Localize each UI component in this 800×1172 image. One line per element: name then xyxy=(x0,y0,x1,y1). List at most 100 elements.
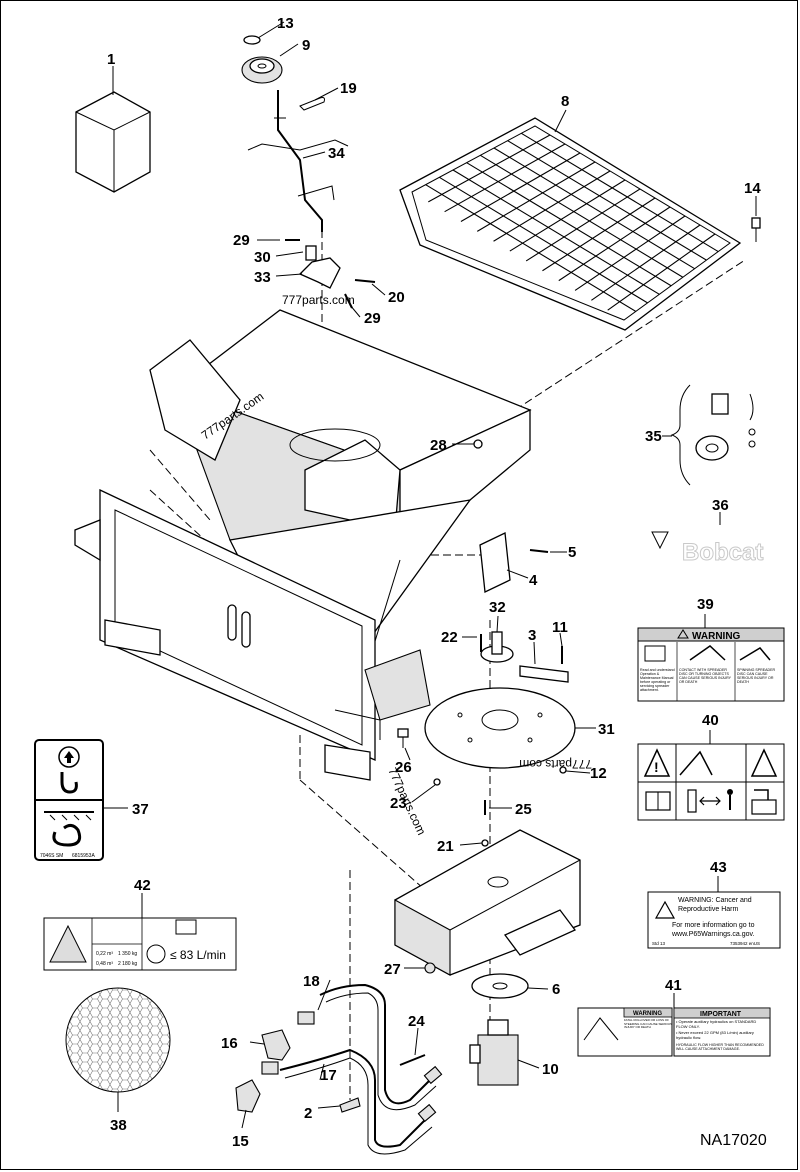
callout-25: 25 xyxy=(515,801,532,818)
callout-8: 8 xyxy=(561,93,569,110)
decal-41-i1: • Operate auxiliary hydraulics on STANDA… xyxy=(676,1020,757,1029)
lift-hook-icon xyxy=(60,772,78,794)
part-4-deflector xyxy=(479,532,511,593)
grate-bar xyxy=(444,143,566,213)
grate-bar xyxy=(428,134,551,203)
callout-36: 36 xyxy=(712,497,729,514)
grate-bar xyxy=(607,233,716,311)
callout-41: 41 xyxy=(665,977,682,994)
decal-43-code-right: 7353942 enUS xyxy=(730,941,760,946)
part-13-washer xyxy=(243,35,261,45)
callout-11: 11 xyxy=(552,619,568,636)
part-18-hose xyxy=(319,983,437,1111)
part-15-fitting xyxy=(235,1079,261,1113)
part-38-mesh xyxy=(65,987,171,1093)
watermark-4: 777parts.com xyxy=(519,757,592,771)
callout-18: 18 xyxy=(303,973,320,990)
hydraulic-flow-icon xyxy=(146,944,166,964)
callout-20: 20 xyxy=(388,289,405,306)
leader-lines xyxy=(103,21,757,1129)
callout-30: 30 xyxy=(254,249,271,266)
part-12-nut xyxy=(559,766,567,774)
part-39-decal: WARNING Read and understand Operation & … xyxy=(637,627,785,702)
part-41-decal: WARNING IMPORTANT FATAL ROLLOVER OR LOSS… xyxy=(577,1007,771,1057)
decal-42-v2: 0,48 m³ xyxy=(96,961,113,967)
callout-22: 22 xyxy=(441,629,458,646)
callout-29-a: 29 xyxy=(233,232,250,249)
callout-24: 24 xyxy=(408,1013,425,1030)
grate-bar xyxy=(425,184,637,312)
keep-distance-icon xyxy=(699,796,721,806)
part-23-washer xyxy=(433,778,441,786)
arrow-up-icon xyxy=(58,746,80,768)
callout-19: 19 xyxy=(340,80,357,97)
callout-28: 28 xyxy=(430,437,447,454)
callout-35: 35 xyxy=(645,428,662,445)
callout-32: 32 xyxy=(489,599,506,616)
callout-31: 31 xyxy=(598,721,615,738)
part-8-grate xyxy=(399,117,742,331)
part-40-decal: ! xyxy=(637,743,785,821)
bobcat-brand: Bobcat xyxy=(682,539,763,566)
callout-15: 15 xyxy=(232,1133,249,1150)
svg-text:!: ! xyxy=(654,759,659,775)
part-14-screw xyxy=(751,217,761,242)
callout-29-b: 29 xyxy=(364,310,381,327)
callout-5: 5 xyxy=(568,544,576,561)
grate-bar xyxy=(466,162,672,287)
part-6-gasket xyxy=(471,973,529,999)
callout-2: 2 xyxy=(304,1105,312,1122)
part-42-decal: 0,22 m³ 1 350 kg 0,48 m³ 2 180 kg ≤ 83 L… xyxy=(43,917,237,971)
prop65-warning-icon xyxy=(654,900,676,919)
watermark-1: 777parts.com xyxy=(282,293,355,307)
callout-33: 33 xyxy=(254,269,271,286)
callout-43: 43 xyxy=(710,859,727,876)
part-24-bolt xyxy=(399,1054,426,1066)
decal-41-w1: FATAL ROLLOVER OR LOSS OF STEERING CAN C… xyxy=(624,1019,672,1030)
warning-triangle-icon xyxy=(677,629,689,639)
grate-bar xyxy=(439,176,648,304)
decal-39-col1: Read and understand Operation & Maintena… xyxy=(640,668,675,692)
hose-fitting xyxy=(297,1011,315,1025)
callout-21: 21 xyxy=(437,838,454,855)
hand-hazard-icon xyxy=(689,645,726,661)
callout-10: 10 xyxy=(542,1061,559,1078)
alert-triangle-icon xyxy=(643,748,671,777)
part-26-bolt xyxy=(397,728,409,748)
callout-14: 14 xyxy=(744,180,761,197)
callout-38: 38 xyxy=(110,1117,127,1134)
grate-bar xyxy=(476,161,596,232)
callout-13: 13 xyxy=(277,15,294,32)
grate-bar xyxy=(542,197,656,272)
drawing-id: NA17020 xyxy=(700,1132,767,1149)
part-16-fitting xyxy=(261,1029,291,1061)
part-31-spinner-disc xyxy=(424,687,576,769)
decal-42-v1: 0,22 m³ xyxy=(96,951,113,957)
decal-42-w1: 1 350 kg xyxy=(118,951,137,957)
callout-27: 27 xyxy=(384,961,401,978)
callout-12: 12 xyxy=(590,765,607,782)
tie-down-icon xyxy=(52,823,82,847)
key-icon xyxy=(754,789,769,800)
grate-bar xyxy=(493,170,611,242)
spreader-warning-icon xyxy=(49,924,87,963)
part-35-hardware xyxy=(670,384,756,486)
part-30-bushing xyxy=(305,245,317,261)
callout-17: 17 xyxy=(320,1067,337,1084)
part-21-nut xyxy=(481,839,489,847)
grate-bar xyxy=(452,169,660,295)
grate-bar xyxy=(460,152,581,223)
motor-mount xyxy=(394,829,581,976)
mounting-plate xyxy=(74,488,431,781)
part-37-decal: 7046S SM 6815953A xyxy=(34,739,104,861)
part-20-bolt xyxy=(354,279,376,283)
callout-40: 40 xyxy=(702,712,719,729)
callout-9: 9 xyxy=(302,37,310,54)
part-2-clamp xyxy=(339,1097,361,1113)
part-1-box xyxy=(75,91,151,193)
decal-41-important: IMPORTANT xyxy=(700,1011,742,1018)
manual-icon-42 xyxy=(175,919,197,935)
decal-37-code-right: 6815953A xyxy=(72,853,95,859)
callout-labels: 1 2 3 4 5 6 8 9 10 11 12 13 14 15 16 17 … xyxy=(107,15,761,1150)
